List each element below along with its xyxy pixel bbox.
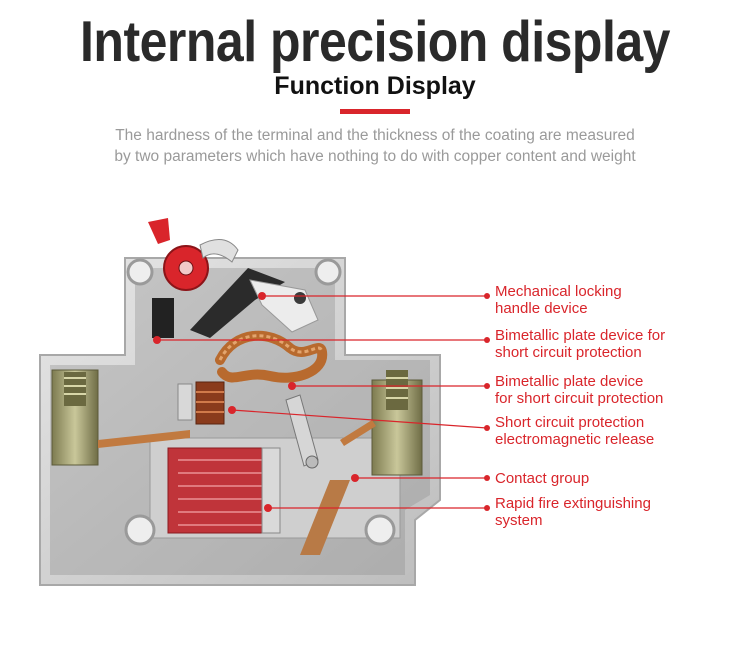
description-line-1: The hardness of the terminal and the thi… xyxy=(115,127,635,144)
leader-end-2 xyxy=(484,337,490,343)
callout-line: Bimetallic plate device xyxy=(495,373,644,390)
callout-contact-group: Contact group xyxy=(495,470,589,487)
description-line-2: by two parameters which have nothing to … xyxy=(114,148,636,165)
callout-bimetallic-plate-2: Bimetallic plate device for short circui… xyxy=(495,373,663,407)
right-terminal xyxy=(371,370,423,476)
page-title: Internal precision display xyxy=(80,9,670,74)
callout-line: Short circuit protection xyxy=(495,414,645,431)
leader-dot-5 xyxy=(351,474,359,482)
callout-fire-extinguishing: Rapid fire extinguishing system xyxy=(495,495,651,529)
arc-chute xyxy=(167,447,281,534)
callout-line: handle device xyxy=(495,300,588,317)
leader-dot-6 xyxy=(264,504,272,512)
callout-line: for short circuit protection xyxy=(495,390,664,407)
leader-end-4 xyxy=(484,425,490,431)
left-terminal xyxy=(51,369,99,466)
callout-line: Mechanical locking xyxy=(495,283,622,300)
callout-line: system xyxy=(495,512,543,529)
callout-leader-lines xyxy=(157,295,488,509)
braided-copper-wire xyxy=(215,330,328,383)
leader-end-6 xyxy=(484,505,490,511)
description: The hardness of the terminal and the thi… xyxy=(60,125,690,167)
leader-dot-3 xyxy=(288,382,296,390)
callout-line: Bimetallic plate device for xyxy=(495,327,666,344)
copper-conductors xyxy=(98,420,376,555)
accent-underline xyxy=(340,109,410,114)
leader-dot-4 xyxy=(228,406,236,414)
leader-end-5 xyxy=(484,475,490,481)
callout-line: Contact group xyxy=(495,470,590,487)
electromagnetic-coil xyxy=(177,381,225,425)
moving-contact xyxy=(285,394,319,469)
leader-dot-2 xyxy=(153,336,161,344)
callout-electromagnetic-release: Short circuit protection electromagnetic… xyxy=(495,414,654,448)
section-subtitle: Function Display xyxy=(274,72,476,100)
mounting-holes xyxy=(124,258,396,546)
locking-lever xyxy=(152,268,319,338)
leader-dot-1 xyxy=(258,292,266,300)
leader-end-1 xyxy=(484,293,490,299)
leader-line-4 xyxy=(231,409,488,429)
callout-line: Rapid fire extinguishing xyxy=(495,495,651,512)
callout-markers xyxy=(153,292,490,512)
red-handle-mechanism xyxy=(148,218,239,291)
leader-end-3 xyxy=(484,383,490,389)
callout-mechanical-locking-handle: Mechanical locking handle device xyxy=(495,283,622,317)
callout-line: electromagnetic release xyxy=(495,431,655,448)
callout-line: short circuit protection xyxy=(495,344,642,361)
callout-bimetallic-plate-1: Bimetallic plate device for short circui… xyxy=(495,327,665,361)
